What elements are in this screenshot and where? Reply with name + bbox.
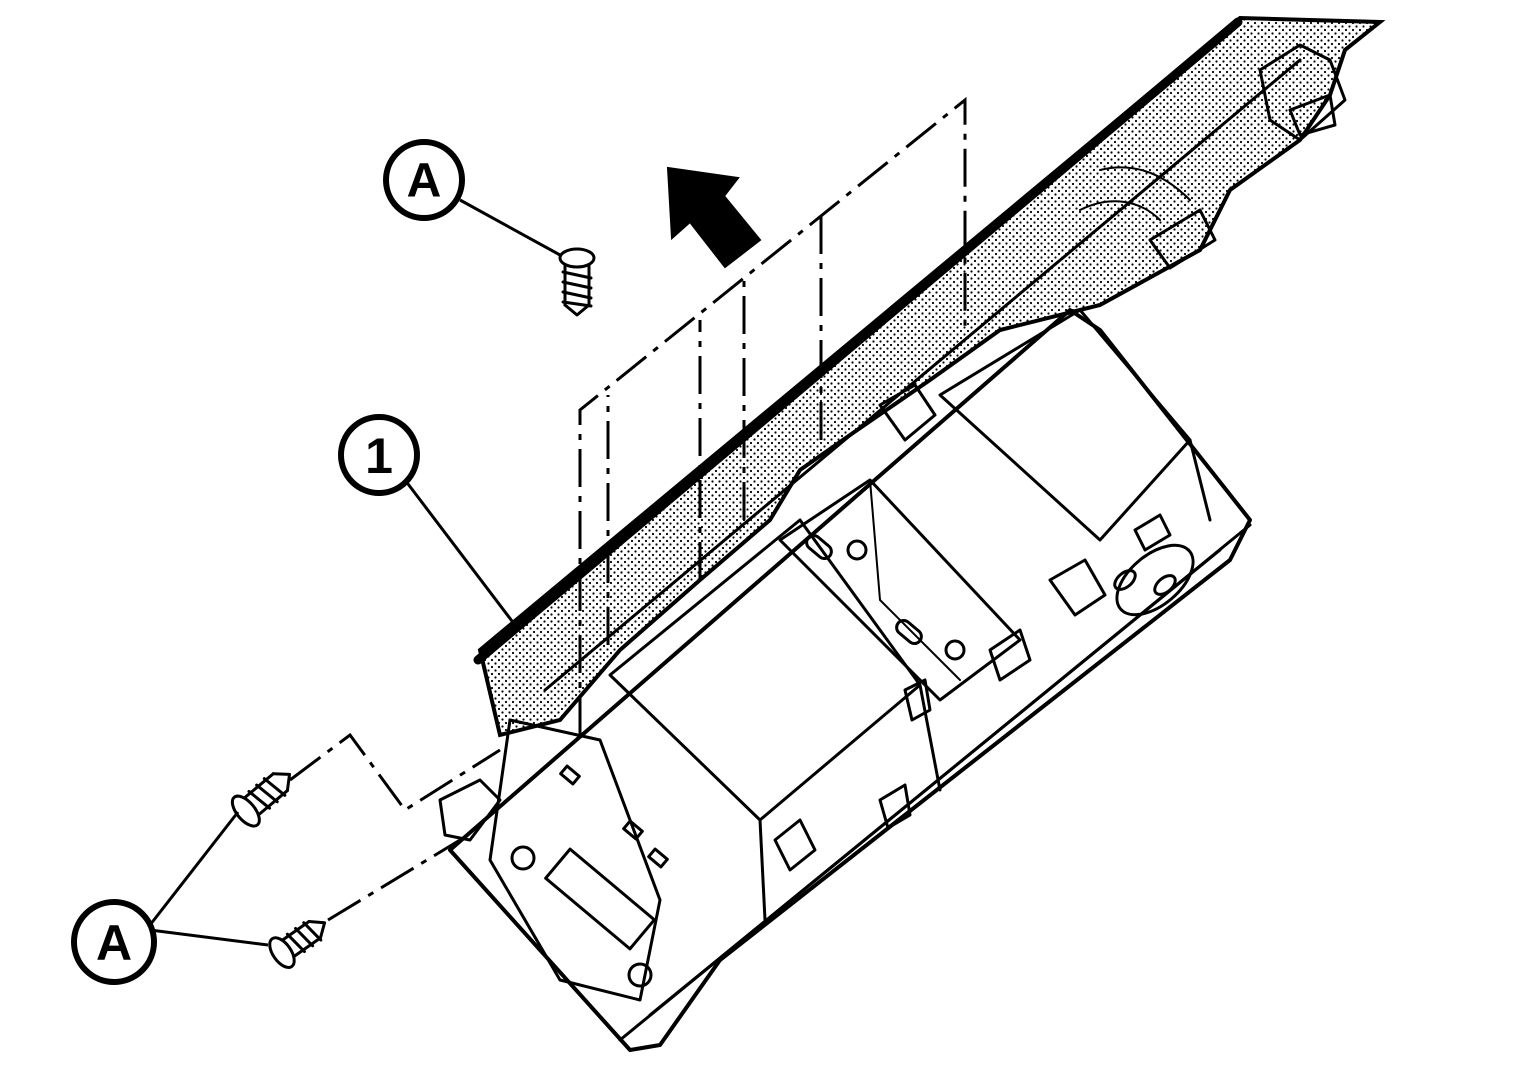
arrow-icon [666, 166, 762, 269]
screw-icon [268, 919, 327, 969]
callout-circle-1 [338, 414, 420, 496]
callout-circle-a-top [383, 139, 465, 221]
screw-icon [558, 247, 596, 317]
clip-alignment-lines [289, 96, 967, 922]
callout-label-a-top: A [407, 155, 442, 208]
screw-icon [230, 772, 292, 828]
bottom-screws: A [71, 772, 327, 985]
top-screw: A [383, 139, 596, 317]
housing-body [438, 308, 1252, 1052]
callout-label-1: 1 [365, 428, 393, 484]
callout-circle-a-bottom [71, 899, 157, 985]
trim-panel [473, 15, 1386, 738]
callout-label-a-bottom: A [96, 915, 132, 971]
part-1-callout: 1 [338, 414, 517, 626]
